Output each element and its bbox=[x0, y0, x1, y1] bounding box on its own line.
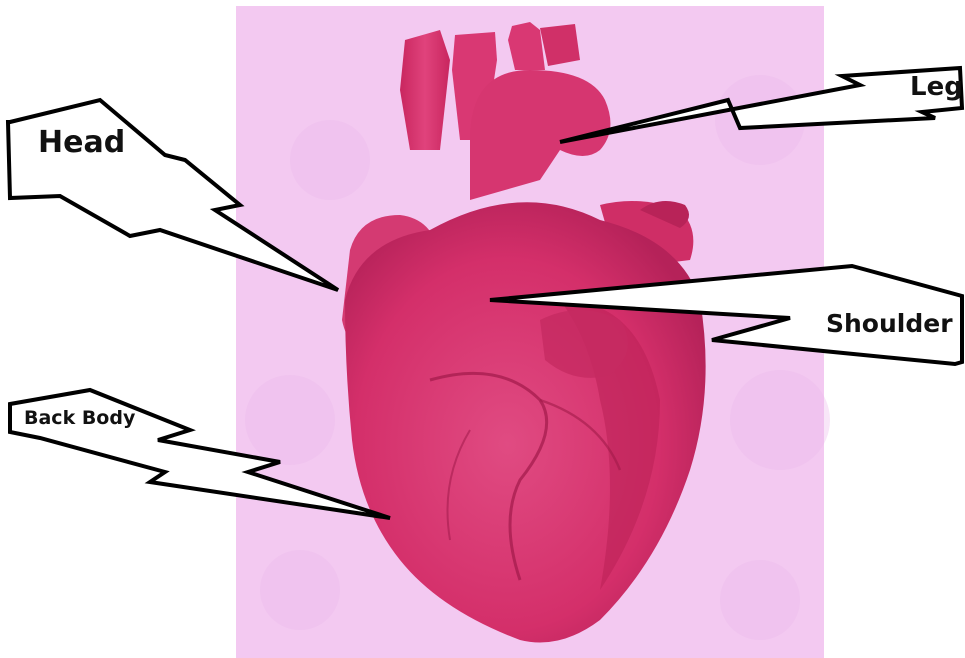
vessel-4 bbox=[540, 24, 580, 66]
label-shoulder: Shoulder bbox=[826, 309, 953, 338]
callout-head: Head bbox=[8, 100, 338, 290]
heart-illustration bbox=[342, 22, 706, 643]
vessel-3 bbox=[508, 22, 545, 70]
label-back-body: Back Body bbox=[24, 407, 136, 429]
label-leg: Leg bbox=[910, 72, 963, 102]
label-head: Head bbox=[38, 125, 125, 160]
vessel-1 bbox=[400, 30, 450, 150]
